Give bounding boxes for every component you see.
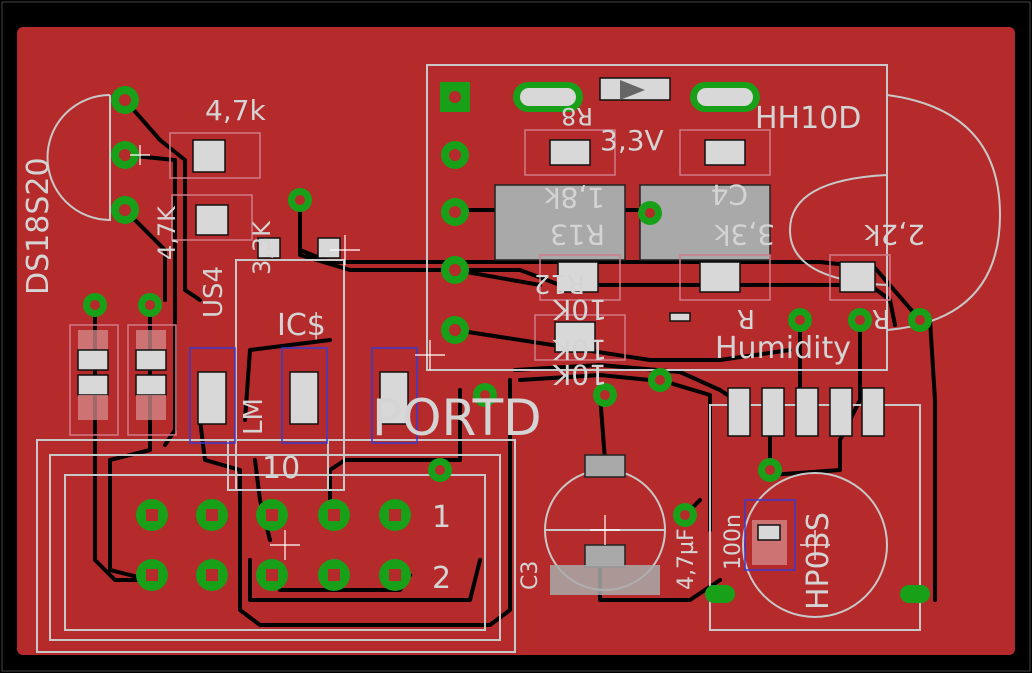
label-r-4k7: 4,7K	[153, 205, 181, 260]
label-c3: C3	[518, 561, 543, 590]
label-r8: R8	[561, 102, 593, 130]
label-r-mid: R	[737, 303, 755, 333]
label-ic: IC$	[277, 308, 326, 343]
label-r-33k: 3,3k	[713, 218, 775, 251]
oval-pads	[513, 82, 930, 603]
label-r-18k: 1,8k	[543, 181, 605, 214]
label-r13: R13	[550, 218, 605, 251]
label-cap-4u7: 4,7µF	[674, 528, 699, 590]
label-r-10k-a: 10K	[552, 293, 607, 326]
label-r-10k-c: 10K	[552, 358, 607, 391]
label-portd: PORTD	[372, 389, 542, 447]
label-r-4k7-top: 4,7k	[205, 94, 267, 127]
label-r-right: R	[872, 303, 890, 333]
label-pin1: 1	[432, 500, 451, 535]
label-us4: US4	[199, 266, 229, 318]
label-r-10k-b: 10K	[552, 333, 607, 366]
label-hp03s: HP03S	[801, 512, 836, 610]
label-r-3k3: 3,3K	[248, 220, 276, 275]
label-v33: 3,3V	[600, 124, 664, 157]
through-hole-pads	[83, 82, 932, 591]
label-pin2: 2	[432, 561, 451, 596]
label-lm: LM	[239, 398, 269, 435]
label-r-22k: 2,2k	[863, 218, 925, 251]
label-ds18s20: DS18S20	[21, 157, 56, 295]
label-humidity: Humidity	[715, 331, 851, 366]
label-c4: C4	[711, 178, 748, 211]
silk-labels: DS18S20 4,7k 4,7K 3,3K US4 IC$ LM PORTD …	[21, 94, 925, 610]
label-r12: R12	[534, 268, 585, 298]
smd-boxes	[69, 77, 891, 595]
label-ten: 10	[262, 451, 300, 486]
origin-crosses	[130, 145, 830, 560]
label-hh10d: HH10D	[755, 101, 861, 136]
label-cap-100n: 100n	[721, 514, 746, 570]
